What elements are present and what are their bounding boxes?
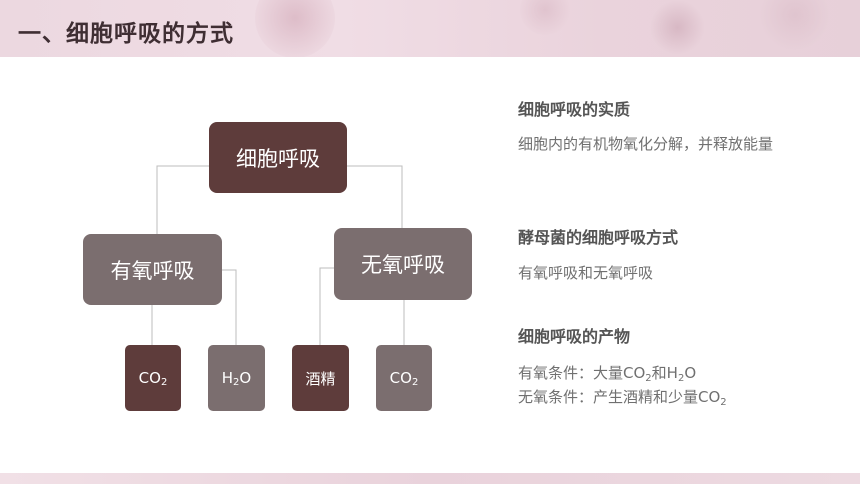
h2o-subscript: 2 [233, 376, 240, 388]
section-text-yeast: 有氧呼吸和无氧呼吸 [518, 264, 654, 282]
aerobic-products-b: 和H [651, 364, 678, 382]
connector-aerobic-h2o [222, 269, 237, 345]
section-title-essence: 细胞呼吸的实质 [518, 100, 631, 119]
node-anaerobic-respiration: 无氧呼吸 [334, 228, 472, 300]
aerobic-products-c: O [684, 364, 697, 382]
connector-root-anaerobic [347, 165, 403, 228]
aerobic-products-sub2: 2 [677, 373, 685, 384]
aerobic-products-sub: 2 [645, 373, 652, 384]
footer-band [0, 473, 860, 484]
h2o-o: O [239, 369, 252, 387]
anaerobic-products-sub: 2 [720, 397, 727, 408]
section-text-anaerobic-products: 无氧条件：产生酒精和少量CO2 [518, 386, 727, 411]
node-aerobic-respiration: 有氧呼吸 [83, 234, 222, 305]
co2-base: CO [389, 369, 412, 387]
co2-subscript: 2 [411, 376, 419, 388]
anaerobic-products-a: 无氧条件：产生酒精和少量CO [518, 388, 721, 406]
section-text-aerobic-products: 有氧条件：大量CO2和H2O [518, 362, 696, 387]
decorative-cell-blob [650, 0, 705, 55]
section-text-essence: 细胞内的有机物氧化分解，并释放能量 [518, 135, 774, 153]
co2-base: CO [138, 369, 161, 387]
node-cell-respiration: 细胞呼吸 [209, 122, 347, 193]
page-title: 一、细胞呼吸的方式 [18, 21, 234, 47]
aerobic-products-a: 有氧条件：大量CO [518, 364, 646, 382]
decorative-cell-blob [255, 0, 335, 57]
connector-anaerobic-alcohol [319, 267, 334, 345]
node-anaerobic-alcohol: 酒精 [292, 345, 349, 411]
header-banner: 一、细胞呼吸的方式 [0, 0, 860, 57]
section-title-products: 细胞呼吸的产物 [518, 327, 631, 346]
co2-subscript: 2 [160, 376, 168, 388]
section-title-yeast: 酵母菌的细胞呼吸方式 [518, 228, 679, 247]
h2o-h: H [221, 369, 234, 387]
connector-root-aerobic [156, 165, 209, 234]
